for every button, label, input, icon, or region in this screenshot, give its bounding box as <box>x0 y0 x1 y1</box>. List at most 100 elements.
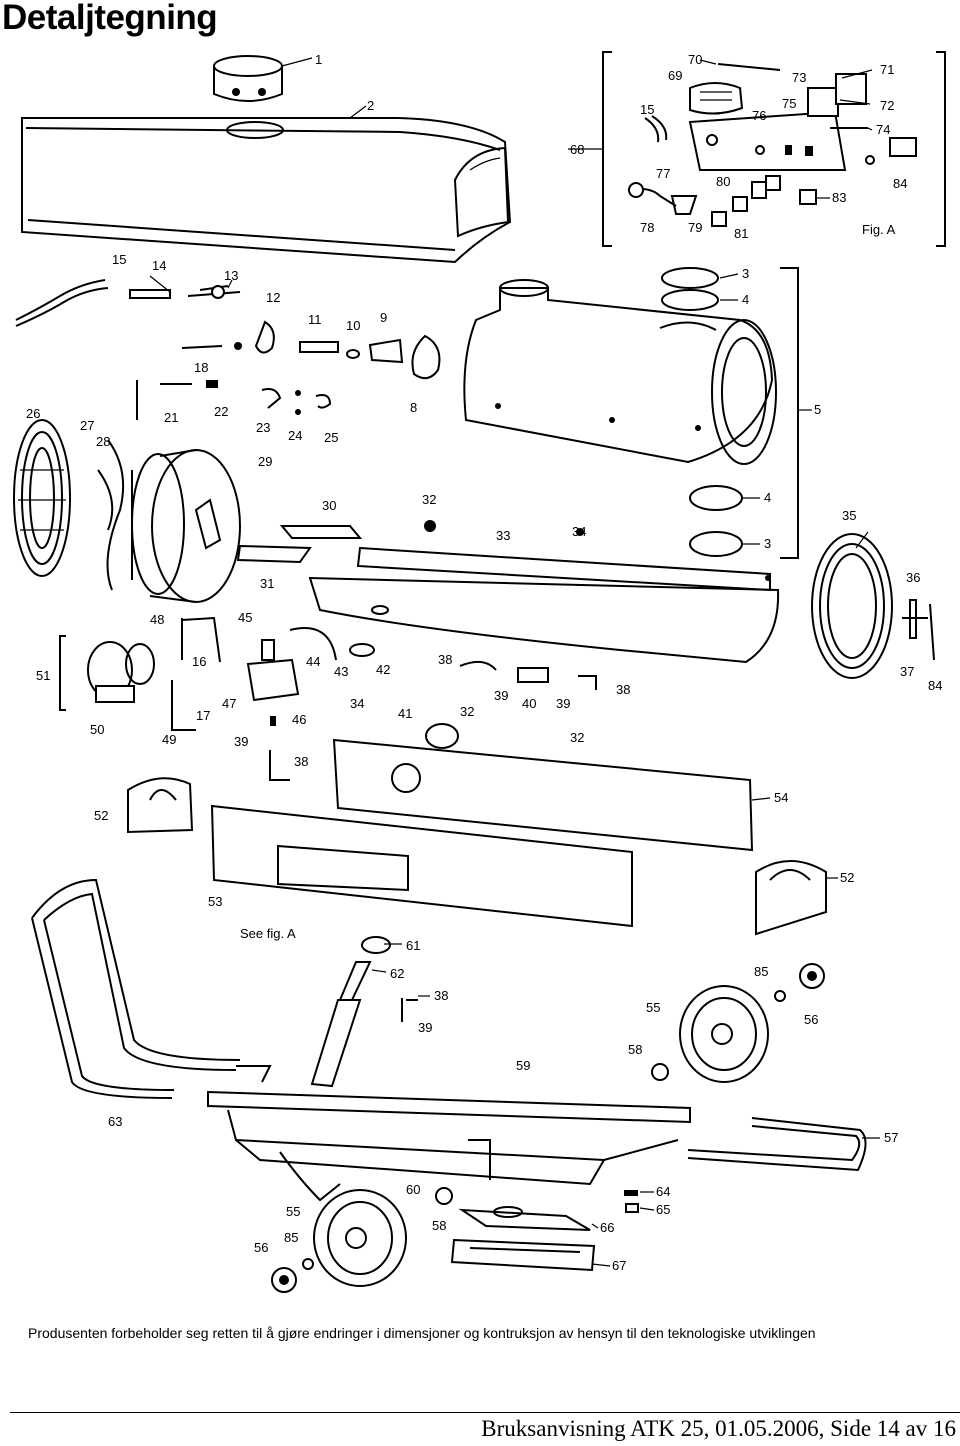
callout-48: 48 <box>150 612 164 627</box>
callout-11: 11 <box>308 312 322 327</box>
callout-10: 10 <box>346 318 360 333</box>
callout-15: 15 <box>640 102 654 117</box>
callout-73: 73 <box>792 70 806 85</box>
lower-chassis <box>127 723 827 936</box>
callout-22: 22 <box>214 404 228 419</box>
fig-a-control-panel <box>568 51 946 247</box>
callout-38: 38 <box>434 988 448 1003</box>
callout-4: 4 <box>764 490 771 505</box>
callout-39: 39 <box>556 696 570 711</box>
see-fig-label: See fig. A <box>240 926 296 941</box>
callout-53: 53 <box>208 894 222 909</box>
callout-28: 28 <box>96 434 110 449</box>
callout-42: 42 <box>376 662 390 677</box>
callout-64: 64 <box>656 1184 670 1199</box>
callout-17: 17 <box>196 708 210 723</box>
callout-34: 34 <box>572 524 586 539</box>
callout-15: 15 <box>112 252 126 267</box>
callout-74: 74 <box>876 122 890 137</box>
callout-30: 30 <box>322 498 336 513</box>
callout-12: 12 <box>266 290 280 305</box>
callout-75: 75 <box>782 96 796 111</box>
callout-61: 61 <box>406 938 420 953</box>
callout-5: 5 <box>814 402 821 417</box>
callout-32: 32 <box>460 704 474 719</box>
callout-8: 8 <box>410 400 417 415</box>
callout-67: 67 <box>612 1258 626 1273</box>
page-footer: Bruksanvisning ATK 25, 01.05.2006, Side … <box>481 1416 956 1441</box>
callout-77: 77 <box>656 166 670 181</box>
callout-32: 32 <box>422 492 436 507</box>
callout-83: 83 <box>832 190 846 205</box>
exploded-parts-diagram: Fig. A See fig. A 1 2 68 70 69 73 71 15 … <box>13 51 946 1293</box>
callout-59: 59 <box>516 1058 530 1073</box>
callout-62: 62 <box>390 966 404 981</box>
callout-33: 33 <box>496 528 510 543</box>
callout-56: 56 <box>804 1012 818 1027</box>
callout-38: 38 <box>616 682 630 697</box>
callout-84: 84 <box>928 678 942 693</box>
callout-43: 43 <box>334 664 348 679</box>
callout-66: 66 <box>600 1220 614 1235</box>
callout-85: 85 <box>284 1230 298 1245</box>
callout-65: 65 <box>656 1202 670 1217</box>
callout-55: 55 <box>286 1204 300 1219</box>
callout-39: 39 <box>234 734 248 749</box>
callout-14: 14 <box>152 258 166 273</box>
page-title: Detaljtegning <box>2 0 218 37</box>
callout-51: 51 <box>36 668 50 683</box>
callout-85: 85 <box>754 964 768 979</box>
combustion-chamber <box>463 267 812 559</box>
callout-39: 39 <box>418 1020 432 1035</box>
callout-37: 37 <box>900 664 914 679</box>
callout-69: 69 <box>668 68 682 83</box>
callout-24: 24 <box>288 428 302 443</box>
callout-58: 58 <box>432 1218 446 1233</box>
callout-3: 3 <box>764 536 771 551</box>
callout-44: 44 <box>306 654 320 669</box>
fan-assembly <box>13 419 241 603</box>
callout-9: 9 <box>380 310 387 325</box>
leader-lines <box>149 57 880 1267</box>
callout-35: 35 <box>842 508 856 523</box>
callout-49: 49 <box>162 732 176 747</box>
callout-38: 38 <box>438 652 452 667</box>
callout-58: 58 <box>628 1042 642 1057</box>
callout-29: 29 <box>258 454 272 469</box>
callout-labels: Fig. A See fig. A 1 2 68 70 69 73 71 15 … <box>26 52 942 1273</box>
callout-45: 45 <box>238 610 252 625</box>
callout-18: 18 <box>194 360 208 375</box>
top-cover-assembly <box>21 55 512 264</box>
callout-2: 2 <box>367 98 374 113</box>
callout-60: 60 <box>406 1182 420 1197</box>
callout-78: 78 <box>640 220 654 235</box>
callout-21: 21 <box>164 410 178 425</box>
cart-and-tank <box>31 878 867 1293</box>
callout-41: 41 <box>398 706 412 721</box>
callout-32: 32 <box>570 730 584 745</box>
callout-23: 23 <box>256 420 270 435</box>
callout-80: 80 <box>716 174 730 189</box>
callout-52: 52 <box>94 808 108 823</box>
callout-47: 47 <box>222 696 236 711</box>
callout-3: 3 <box>742 266 749 281</box>
callout-39: 39 <box>494 688 508 703</box>
callout-25: 25 <box>324 430 338 445</box>
callout-26: 26 <box>26 406 40 421</box>
callout-31: 31 <box>260 576 274 591</box>
callout-4: 4 <box>742 292 749 307</box>
callout-56: 56 <box>254 1240 268 1255</box>
footer-divider <box>10 1412 960 1413</box>
figure-label: Fig. A <box>862 222 896 237</box>
disclaimer-text: Produsenten forbeholder seg retten til å… <box>28 1325 816 1341</box>
callout-57: 57 <box>884 1130 898 1145</box>
callout-34: 34 <box>350 696 364 711</box>
callout-50: 50 <box>90 722 104 737</box>
callout-70: 70 <box>688 52 702 67</box>
middle-panels <box>236 520 780 664</box>
callout-16: 16 <box>192 654 206 669</box>
callout-76: 76 <box>752 108 766 123</box>
callout-52: 52 <box>840 870 854 885</box>
callout-27: 27 <box>80 418 94 433</box>
callout-54: 54 <box>774 790 788 805</box>
